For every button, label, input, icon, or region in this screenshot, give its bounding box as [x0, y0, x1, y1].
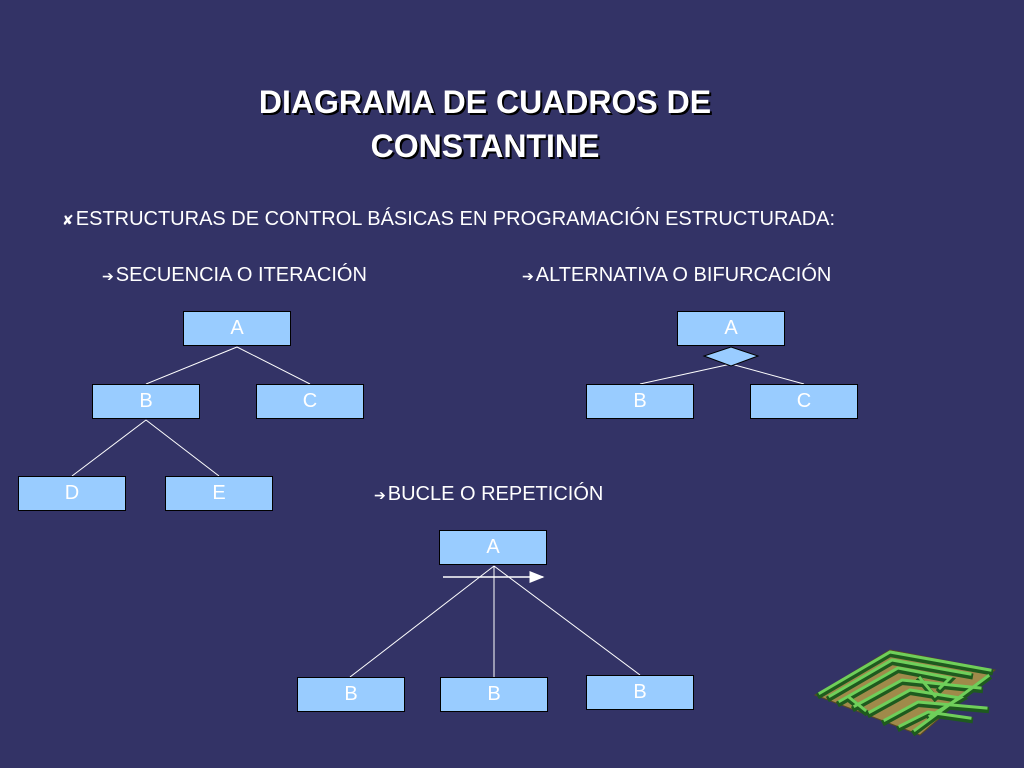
maze-icon — [813, 649, 997, 737]
arrow-bullet-icon: ➔ — [522, 268, 534, 284]
title-line-2: CONSTANTINE — [370, 128, 600, 164]
bucle-box-a: A — [439, 530, 547, 565]
bucle-box-b2: B — [440, 677, 548, 712]
intro-text: ESTRUCTURAS DE CONTROL BÁSICAS EN PROGRA… — [75, 208, 836, 230]
secuencia-box-a: A — [183, 311, 291, 346]
alternativa-label: ALTERNATIVA O BIFURCACIÓN — [535, 264, 832, 286]
secuencia-label: SECUENCIA O ITERACIÓN — [115, 264, 367, 286]
secuencia-box-c: C — [256, 384, 364, 419]
arrow-bullet-icon: ➔ — [374, 487, 386, 503]
secuencia-box-b: B — [92, 384, 200, 419]
bucle-heading: ➔BUCLE O REPETICIÓN — [374, 483, 603, 506]
alternativa-heading: ➔ALTERNATIVA O BIFURCACIÓN — [522, 264, 831, 287]
bucle-box-b3: B — [586, 675, 694, 710]
alternativa-box-a: A — [677, 311, 785, 346]
bucle-box-b1: B — [297, 677, 405, 712]
page-title: DIAGRAMA DE CUADROS DE CONSTANTINE — [200, 80, 770, 168]
secuencia-heading: ➔SECUENCIA O ITERACIÓN — [102, 264, 367, 287]
alternativa-box-b: B — [586, 384, 694, 419]
intro-heading: ✘ESTRUCTURAS DE CONTROL BÁSICAS EN PROGR… — [62, 208, 835, 231]
decision-diamond — [702, 346, 760, 367]
alternativa-box-c: C — [750, 384, 858, 419]
title-line-1: DIAGRAMA DE CUADROS DE — [258, 84, 712, 120]
secuencia-box-d: D — [18, 476, 126, 511]
secuencia-box-e: E — [165, 476, 273, 511]
bucle-label: BUCLE O REPETICIÓN — [387, 483, 604, 505]
arrow-bullet-icon: ➔ — [102, 268, 114, 284]
cross-bullet-icon: ✘ — [62, 212, 74, 228]
